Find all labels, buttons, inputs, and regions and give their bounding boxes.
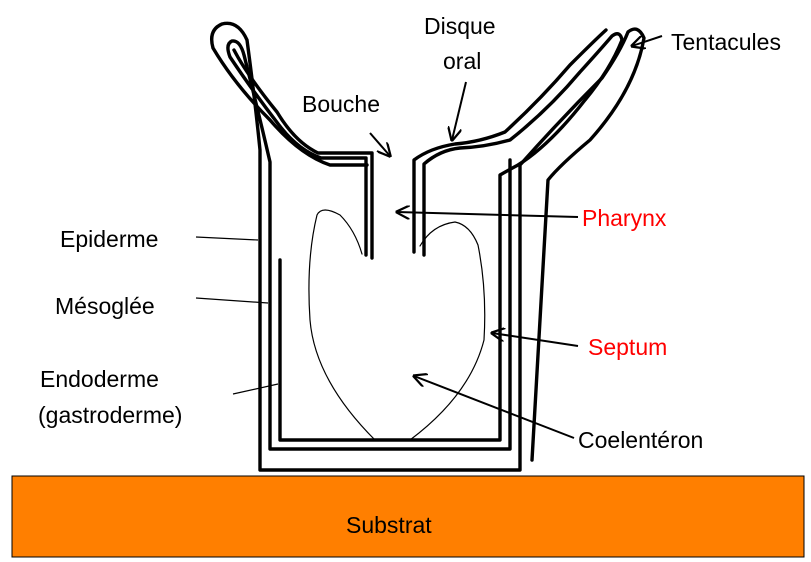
bouche-label: Bouche: [302, 91, 380, 117]
disque-oral-label-line1: Disque: [424, 13, 496, 39]
substrat-label: Substrat: [346, 512, 432, 538]
disque-oral-arrow: [452, 82, 466, 140]
disque-oral-label-line2: oral: [443, 48, 481, 74]
tentacules-label: Tentacules: [671, 29, 781, 55]
mesoglee-leader: [196, 298, 268, 303]
septum-outline: [309, 210, 485, 440]
endoderme-label-line1: Endoderme: [40, 366, 159, 392]
body-outer-wall: [212, 23, 644, 470]
epiderme-label: Epiderme: [60, 226, 158, 252]
coelenteron-label: Coelentéron: [578, 427, 703, 453]
tentacules-arrow: [632, 36, 662, 46]
septum-arrow: [492, 333, 578, 346]
coelenteron-arrow: [414, 376, 574, 438]
septum-label: Septum: [588, 334, 667, 360]
endoderme-label-line2: (gastroderme): [38, 402, 182, 428]
mesoglee-label: Mésoglée: [55, 293, 155, 319]
left-tentacle-inner: [234, 50, 372, 258]
pharynx-label: Pharynx: [582, 205, 667, 231]
epiderme-leader: [196, 237, 258, 240]
